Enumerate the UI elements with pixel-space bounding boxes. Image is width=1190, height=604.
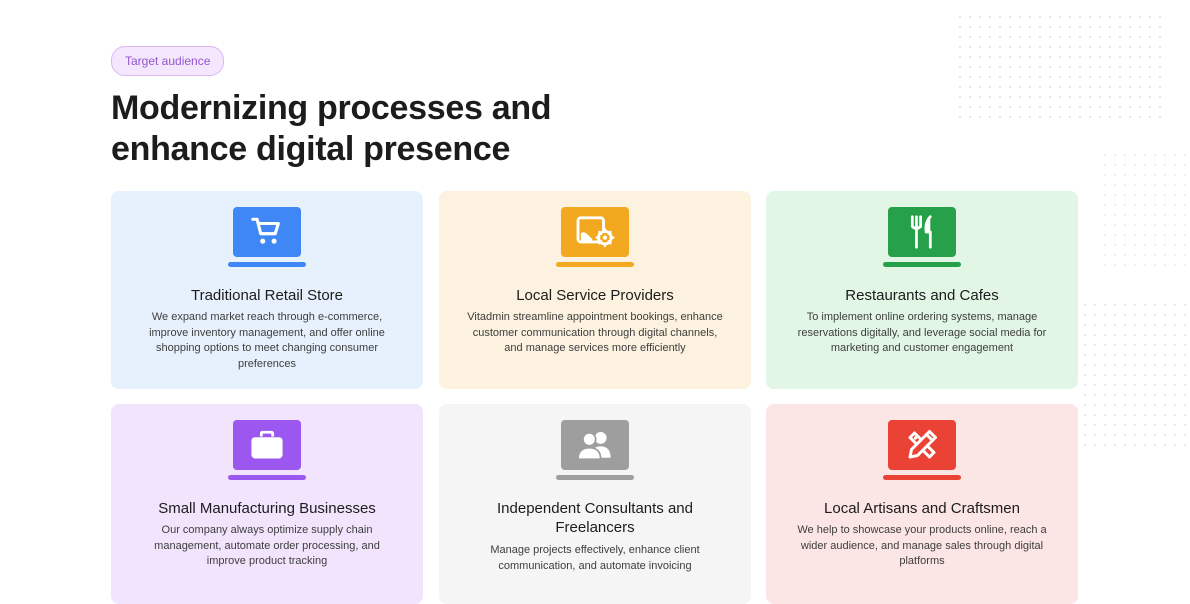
card-title: Local Artisans and Craftsmen — [824, 500, 1020, 517]
icon-screen — [561, 420, 629, 470]
card-description: Manage projects effectively, enhance cli… — [490, 544, 700, 572]
laptop-icon — [228, 420, 306, 482]
pencil-ruler-icon — [908, 430, 937, 459]
icon-screen — [233, 420, 301, 470]
laptop-icon — [556, 420, 634, 482]
icon-screen — [233, 207, 301, 257]
card-description: We expand market reach through e-commerc… — [149, 311, 385, 370]
card-description: Vitadmin streamline appointment bookings… — [467, 311, 723, 354]
target-audience-badge: Target audience — [111, 46, 225, 76]
audience-card-artisans[interactable]: Local Artisans and Craftsmen We help to … — [766, 404, 1078, 604]
icon-base — [228, 475, 306, 480]
headline-line-1: Modernizing processes and — [111, 89, 552, 127]
dot-pattern-decoration — [1080, 300, 1190, 450]
fork-knife-icon — [910, 215, 932, 249]
laptop-icon — [883, 207, 961, 269]
card-description: Our company always optimize supply chain… — [154, 524, 380, 567]
audience-card-consultants[interactable]: Independent Consultants and Freelancers … — [439, 404, 751, 604]
laptop-icon — [228, 207, 306, 269]
icon-base — [228, 262, 306, 267]
icon-base — [883, 475, 961, 480]
icon-base — [883, 262, 961, 267]
section-headline: Modernizing processes and enhance digita… — [111, 88, 552, 170]
audience-card-services[interactable]: Local Service Providers Vitadmin streaml… — [439, 191, 751, 389]
card-title: Small Manufacturing Businesses — [158, 500, 376, 517]
people-icon — [577, 431, 611, 461]
icon-base — [556, 475, 634, 480]
icon-screen — [888, 207, 956, 257]
card-title: Independent Consultants and Freelancers — [497, 500, 693, 536]
audience-card-restaurants[interactable]: Restaurants and Cafes To implement onlin… — [766, 191, 1078, 389]
card-title: Restaurants and Cafes — [845, 287, 999, 304]
card-description: To implement online ordering systems, ma… — [797, 311, 1047, 354]
audience-card-retail[interactable]: Traditional Retail Store We expand marke… — [111, 191, 423, 389]
dot-pattern-decoration — [1100, 150, 1190, 270]
dot-pattern-decoration — [955, 12, 1165, 122]
icon-screen — [561, 207, 629, 257]
audience-card-manufacturing[interactable]: Small Manufacturing Businesses Our compa… — [111, 404, 423, 604]
laptop-icon — [883, 420, 961, 482]
headline-line-2: enhance digital presence — [111, 130, 511, 168]
icon-screen — [888, 420, 956, 470]
icon-base — [556, 262, 634, 267]
service-settings-icon — [576, 216, 615, 248]
card-title: Traditional Retail Store — [190, 287, 343, 304]
shopping-cart-icon — [251, 217, 280, 244]
briefcase-icon — [251, 430, 283, 459]
laptop-icon — [556, 207, 634, 269]
card-description: We help to showcase your products online… — [797, 524, 1047, 567]
card-title: Local Service Providers — [516, 287, 674, 304]
